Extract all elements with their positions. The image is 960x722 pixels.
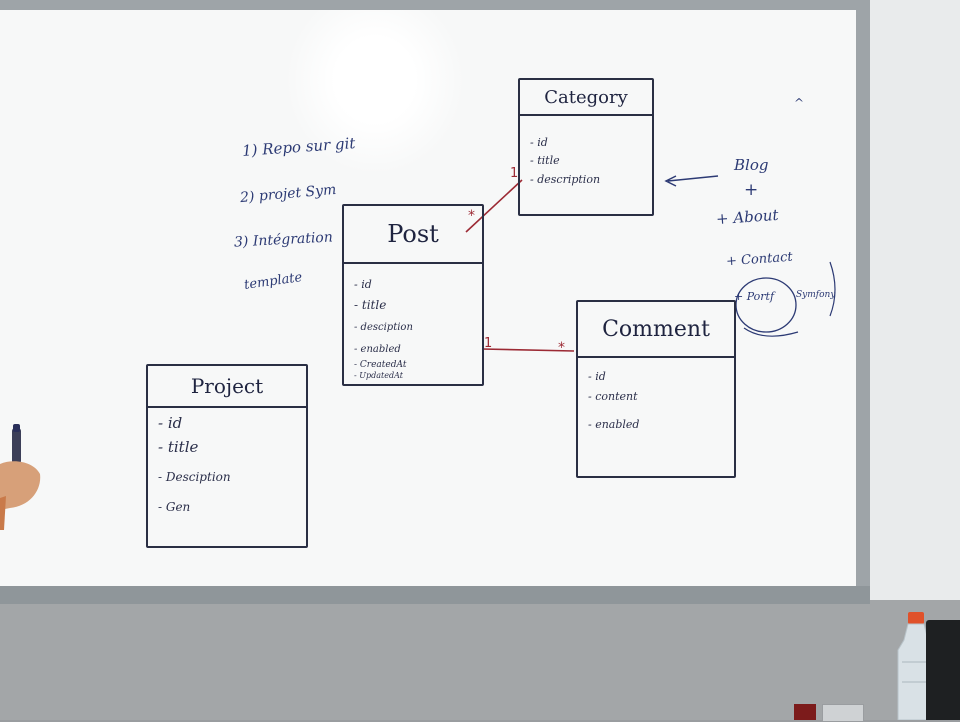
comment-attr-enabled: - enabled bbox=[588, 418, 640, 431]
mult-category-post: 1 bbox=[510, 166, 519, 181]
power-socket bbox=[822, 704, 864, 722]
portf-scribble bbox=[743, 327, 799, 337]
project-attr-gen: - Gen bbox=[158, 500, 191, 514]
post-comment-line bbox=[481, 348, 575, 352]
mult-post-comment: 1 bbox=[484, 336, 493, 351]
post-attr-updatedat: - UpdatedAt bbox=[354, 371, 403, 380]
post-attr-createdat: - CreatedAt bbox=[354, 360, 407, 370]
arrow-to-category bbox=[664, 175, 719, 187]
comment-entity-box: Comment - id - content - enabled bbox=[576, 300, 736, 478]
mult-post-category: * bbox=[468, 208, 475, 224]
page-symfony: Symfony bbox=[796, 290, 836, 300]
project-attr-description: - Desciption bbox=[158, 470, 231, 484]
sym-bracket bbox=[829, 261, 836, 317]
project-title: Project bbox=[148, 366, 306, 408]
category-attr-id: - id bbox=[530, 136, 548, 149]
page-portf: + Portf bbox=[734, 290, 775, 303]
category-title: Category bbox=[520, 80, 652, 116]
comment-title: Comment bbox=[578, 302, 734, 358]
comment-attr-content: - content bbox=[588, 390, 638, 403]
comment-attr-id: - id bbox=[588, 370, 606, 383]
project-attr-title: - title bbox=[158, 438, 199, 456]
category-entity-box: Category - id - title - description bbox=[518, 78, 654, 216]
portf-circle bbox=[735, 277, 797, 333]
post-attr-id: - id bbox=[354, 278, 372, 291]
post-entity-box: Post - id - title - desciption - enabled… bbox=[342, 204, 484, 386]
category-attr-description: - description bbox=[530, 173, 601, 186]
mult-comment-post: * bbox=[558, 340, 565, 356]
page-blog: Blog bbox=[734, 156, 769, 174]
lower-wall bbox=[0, 600, 960, 720]
corner-caret: ^ bbox=[794, 96, 805, 110]
post-attr-description: - desciption bbox=[354, 322, 413, 333]
post-category-line bbox=[465, 179, 523, 233]
post-attr-enabled: - enabled bbox=[354, 344, 401, 355]
marker-tray bbox=[0, 586, 870, 604]
whiteboard bbox=[0, 10, 856, 588]
project-attr-id: - id bbox=[158, 414, 183, 432]
project-entity-box: Project - id - title - Desciption - Gen bbox=[146, 364, 308, 548]
water-bottle bbox=[897, 612, 935, 720]
post-title: Post bbox=[344, 206, 482, 264]
hand-holding-marker bbox=[0, 424, 41, 530]
post-attr-title: - title bbox=[354, 298, 387, 312]
monitor bbox=[926, 620, 960, 720]
category-attr-title: - title bbox=[530, 154, 560, 167]
page-plus: + bbox=[744, 180, 759, 200]
power-plug bbox=[794, 704, 816, 720]
